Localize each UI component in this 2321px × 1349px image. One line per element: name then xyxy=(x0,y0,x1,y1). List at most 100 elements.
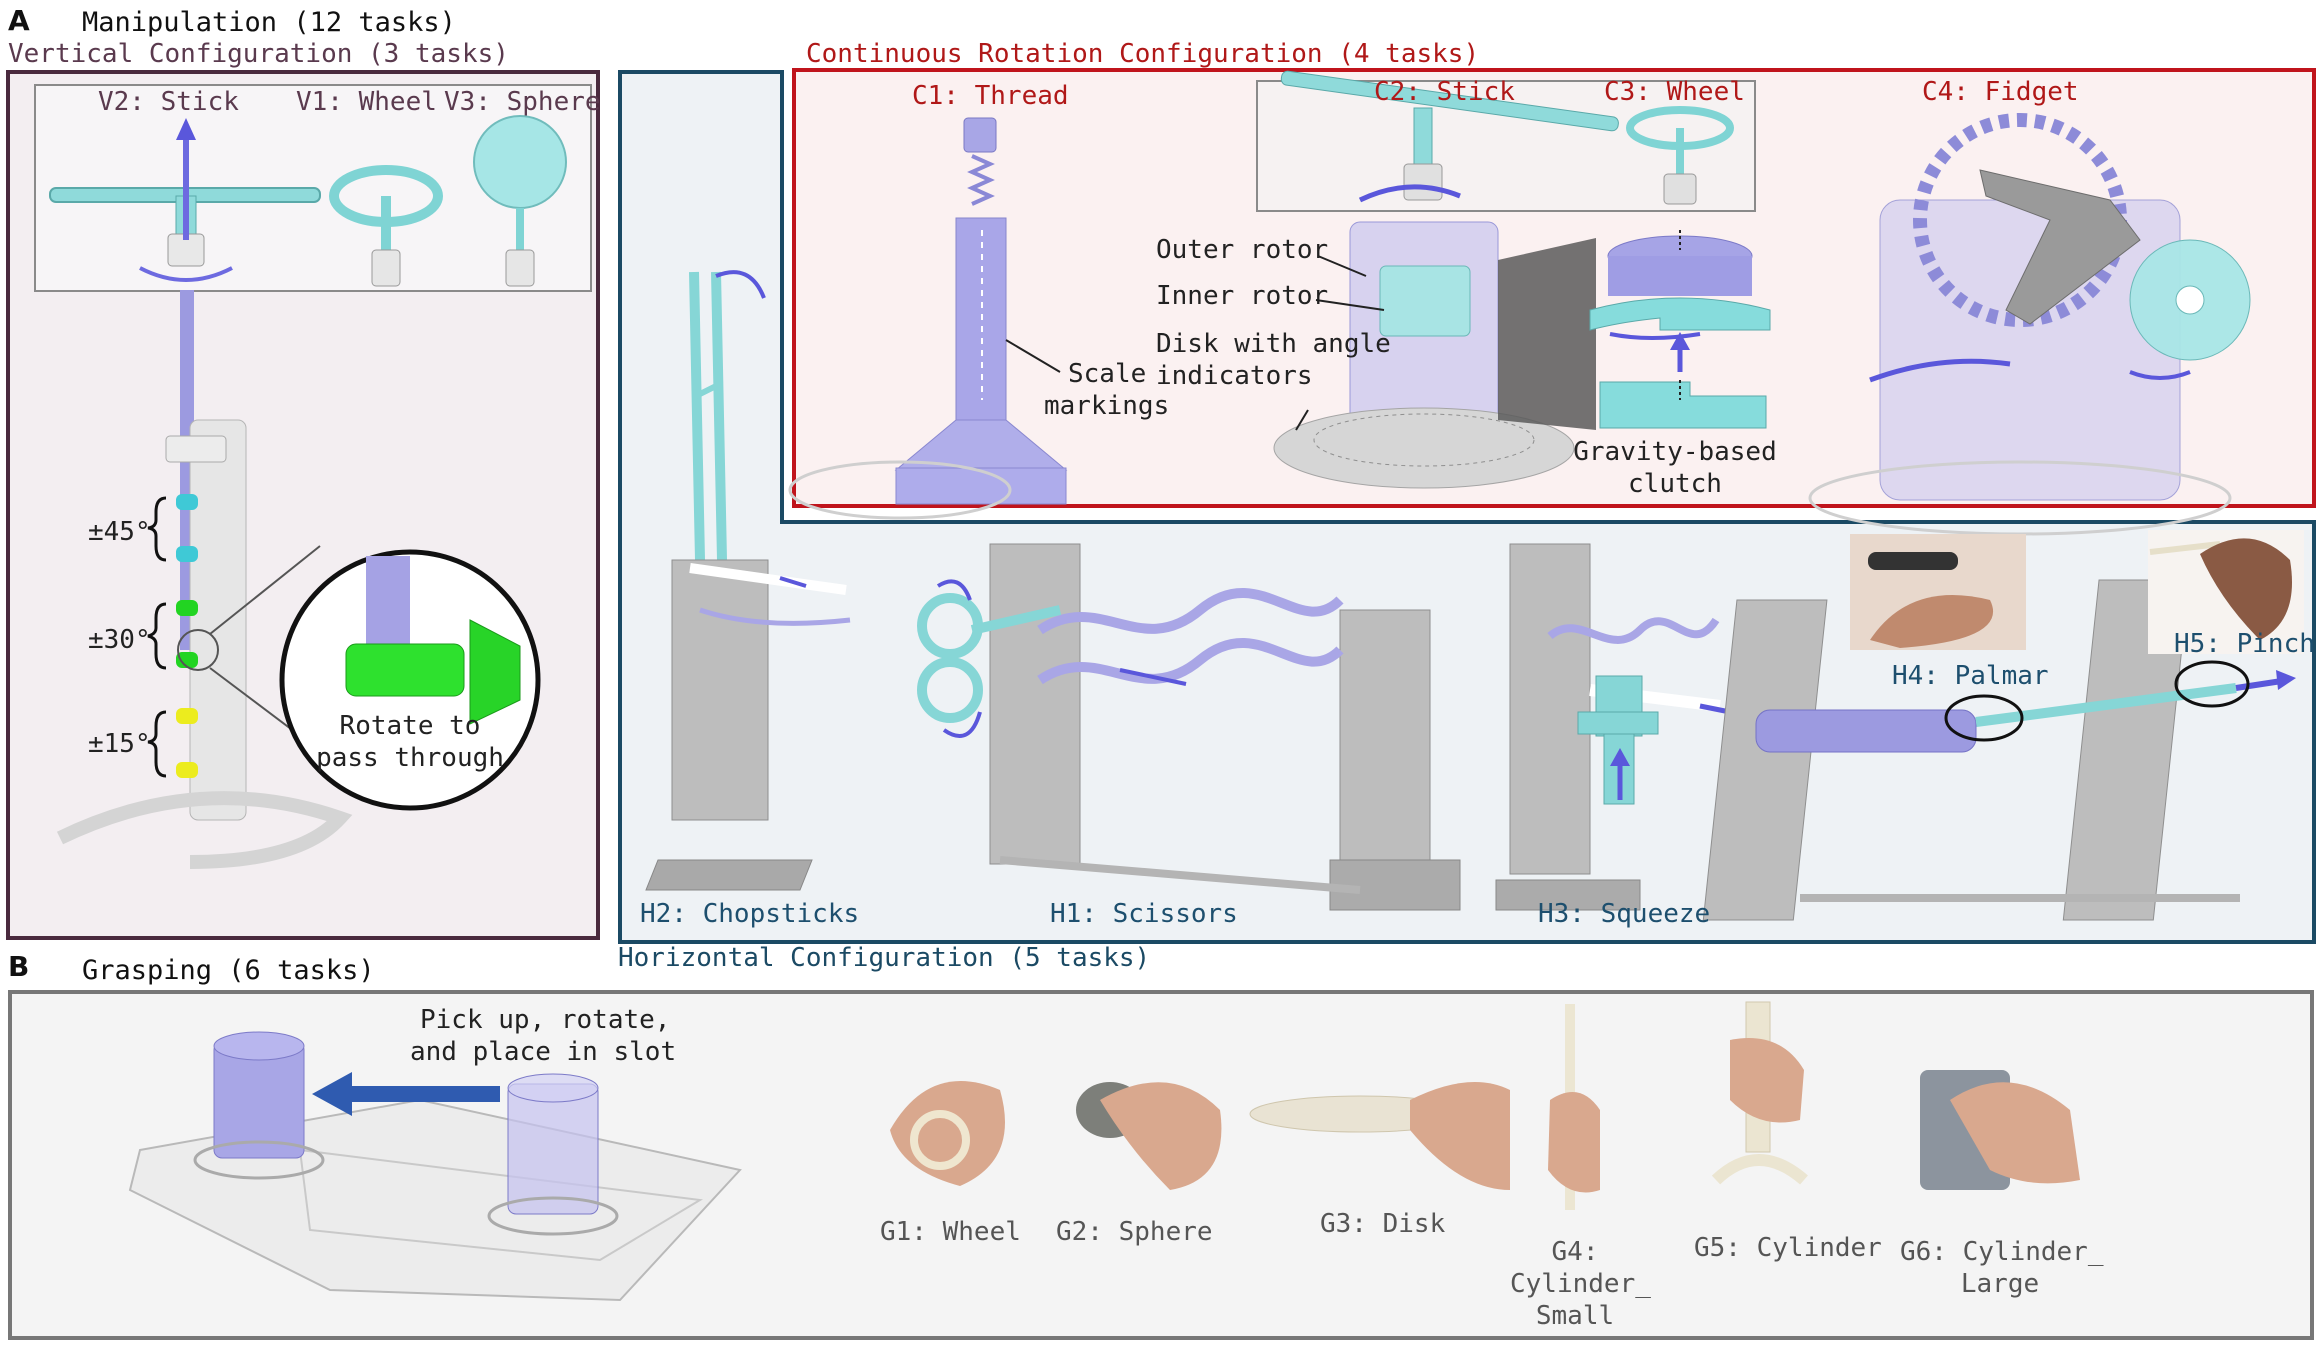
grasp-cylinder-moving-top xyxy=(507,1073,599,1103)
v2-rotate-arrow xyxy=(139,266,233,282)
callout-line1: Rotate to xyxy=(339,711,481,741)
panel-b-letter: B xyxy=(8,950,30,983)
c1-scale-leader xyxy=(1005,339,1061,373)
panel-a-title: Manipulation (12 tasks) xyxy=(82,7,456,38)
disk-leader xyxy=(1295,409,1309,431)
vertical-config-title: Vertical Configuration (3 tasks) xyxy=(8,39,509,69)
h4-palmar-handle xyxy=(1755,709,1977,753)
zoom-source-circle xyxy=(177,629,219,671)
v2-up-arrow-head xyxy=(176,118,196,140)
grasp-instruction-line2: and place in slot xyxy=(410,1037,677,1067)
clutch-top-disk-side xyxy=(1608,256,1752,296)
v2-label: V2: Stick xyxy=(98,87,239,117)
peg-15-top xyxy=(176,708,198,724)
h4-photo-hand xyxy=(1870,595,1994,648)
h2-bar xyxy=(689,563,847,595)
h1-scissor-ring-bottom xyxy=(917,657,983,723)
h2-label: H2: Chopsticks xyxy=(640,899,860,929)
h1-base-bar xyxy=(999,856,1361,894)
c2-rotate-arrow xyxy=(1358,184,1461,203)
c3-label: C3: Wheel xyxy=(1604,77,1745,107)
peg-30-top xyxy=(176,600,198,616)
horizontal-frame-bottom xyxy=(618,522,2316,944)
h1-scissor-arm xyxy=(970,605,1062,635)
h1-spring-bottom xyxy=(1037,638,1344,685)
c2-stick-collar xyxy=(1403,163,1443,201)
h1-stand-left xyxy=(989,543,1081,865)
clutch-rotate-arrow xyxy=(1609,332,1701,340)
zoom-line-top xyxy=(209,545,321,635)
g4-label-line3: Small xyxy=(1535,1301,1615,1331)
scale-label-line2: markings xyxy=(1044,391,1170,421)
v1-label: V1: Wheel xyxy=(296,87,437,117)
h2-rotate-arrow xyxy=(715,270,766,299)
h5-arrow-head xyxy=(2276,670,2296,690)
angle-disk xyxy=(1273,407,1575,489)
clutch-up-arrow-head xyxy=(1670,332,1690,350)
h4-highlight-ellipse xyxy=(1944,694,2024,742)
v3-sphere-base xyxy=(505,249,535,287)
panel-b-title: Grasping (6 tasks) xyxy=(82,955,375,986)
h5-highlight-ellipse xyxy=(2174,660,2250,708)
g2-hand xyxy=(1100,1082,1222,1190)
h1-arrow-top xyxy=(936,579,972,601)
zoom-peg xyxy=(345,643,465,697)
tower-collar xyxy=(165,435,227,463)
grasp-slot-right xyxy=(487,1196,619,1236)
h2-chopstick-bridge xyxy=(694,381,722,399)
c1-dial xyxy=(788,460,1012,520)
vertical-tower xyxy=(189,419,247,821)
callout-line2: pass through xyxy=(316,743,504,773)
g1-wheel xyxy=(910,1110,970,1170)
disk-label-line1: Disk with angle xyxy=(1156,329,1391,359)
vertical-base-ring xyxy=(56,791,353,869)
h1-arrow-bottom xyxy=(942,711,982,738)
grasp-cylinder-moving xyxy=(507,1083,599,1215)
inner-rotor xyxy=(1379,265,1471,337)
continuous-config-title: Continuous Rotation Configuration (4 tas… xyxy=(806,39,1480,69)
h2-chopstick-right xyxy=(711,271,727,561)
h1-label: H1: Scissors xyxy=(1050,899,1238,929)
angle-45-label: ±45° xyxy=(88,517,151,547)
outer-rotor-leader xyxy=(1317,255,1367,277)
h2-stand-foot xyxy=(645,859,813,891)
h45-stand-left xyxy=(1702,599,1828,921)
c4-lever xyxy=(1979,169,2141,325)
c2-stick-bar xyxy=(1280,70,1619,132)
h4-photo-grip xyxy=(1868,552,1958,570)
panel-a-letter: A xyxy=(8,4,30,37)
angle-30-label: ±30° xyxy=(88,625,151,655)
h3-stand-foot xyxy=(1495,879,1641,911)
g6-label-line2: Large xyxy=(1960,1269,2040,1299)
bracket-45 xyxy=(147,496,167,562)
grasp-slot-left xyxy=(193,1140,325,1180)
h3-spring xyxy=(1547,617,1720,644)
g6-hand xyxy=(1950,1082,2080,1184)
c3-wheel-base xyxy=(1663,173,1697,205)
angle-indicators xyxy=(1313,413,1535,467)
zoom-peg-head xyxy=(469,619,521,725)
h5-photo-hand xyxy=(2200,538,2292,640)
h1-stand-foot xyxy=(1329,859,1461,911)
v3-label: V3: Sphere xyxy=(444,87,601,117)
bracket-30 xyxy=(147,602,167,670)
peg-15-bottom xyxy=(176,762,198,778)
g4-label-line1: G4: xyxy=(1551,1237,1599,1267)
c1-cap xyxy=(963,117,997,153)
clutch-zoom-wedge xyxy=(1498,238,1596,430)
peg-45-top xyxy=(176,494,198,510)
c1-base xyxy=(895,467,1067,505)
peg-45-bottom xyxy=(176,546,198,562)
h3-arrow-up-head xyxy=(1610,748,1630,766)
h5-label: H5: Pinch xyxy=(2174,629,2315,659)
horizontal-config-title: Horizontal Configuration (5 tasks) xyxy=(618,943,1151,973)
h5-photo-stick xyxy=(2149,541,2221,555)
h3-stand xyxy=(1509,543,1591,875)
disk-label-line2: indicators xyxy=(1156,361,1313,391)
v1-wheel-base xyxy=(371,249,401,287)
